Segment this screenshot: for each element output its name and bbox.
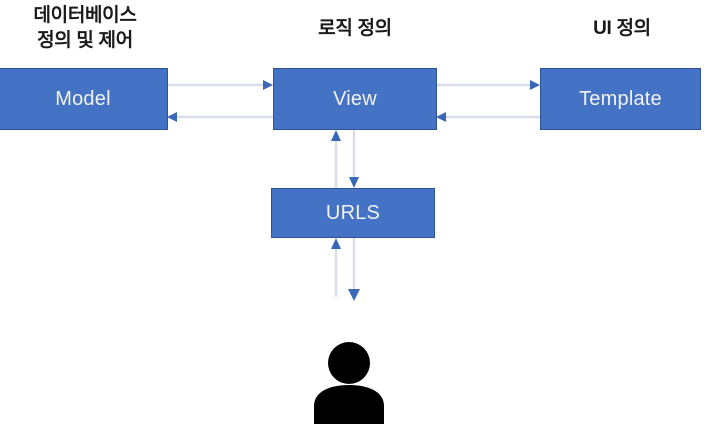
node-template[interactable]: Template xyxy=(540,68,701,130)
connector-view-to-model xyxy=(167,112,273,122)
connector-template-to-view xyxy=(436,112,540,122)
column-title-logic: 로직 정의 xyxy=(318,18,392,39)
person-icon xyxy=(314,342,384,424)
node-model[interactable]: Model xyxy=(0,68,168,130)
connector-user-to-urls xyxy=(331,238,341,297)
column-title-database: 데이터베이스 정의 및 제어 xyxy=(33,5,137,51)
connector-urls-to-user xyxy=(348,238,360,301)
connector-view-to-template xyxy=(437,80,540,90)
node-urls[interactable]: URLS xyxy=(271,188,435,238)
connector-model-to-view xyxy=(168,80,273,90)
connector-urls-to-view xyxy=(331,130,341,188)
column-title-ui: UI 정의 xyxy=(593,18,651,39)
connector-view-to-urls xyxy=(349,130,359,188)
node-view[interactable]: View xyxy=(273,68,437,130)
